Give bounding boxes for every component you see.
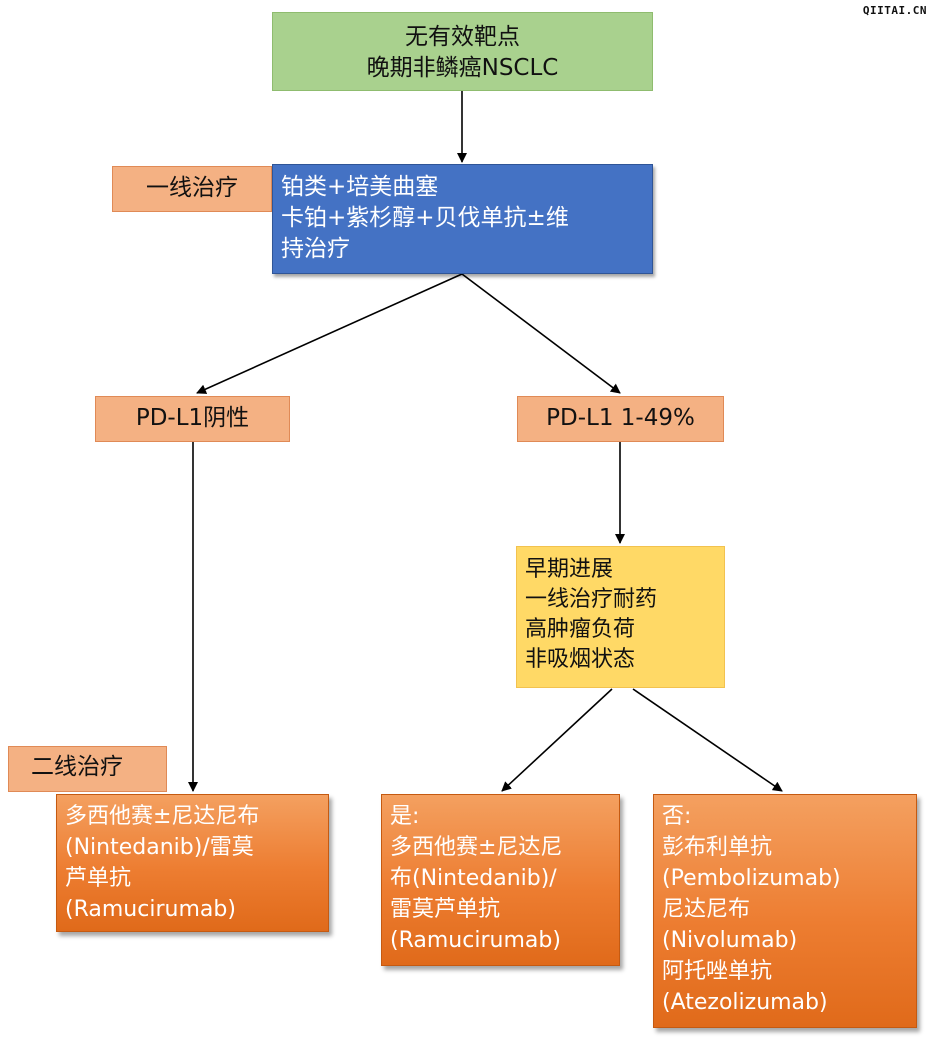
negative-treatment-node: 多西他赛±尼达尼布 (Nintedanib)/雷莫 芦单抗 (Ramucirum…	[56, 794, 329, 932]
root-node: 无有效靶点 晚期非鳞癌NSCLC	[272, 12, 653, 91]
pdl1-negative-node: PD-L1阴性	[95, 396, 290, 442]
regimen-line: 卡铂+紫杉醇+贝伐单抗±维	[281, 205, 569, 231]
root-line: 晚期非鳞癌NSCLC	[366, 55, 559, 81]
negative-treatment-line: 芦单抗	[65, 866, 132, 891]
no-treatment-line: 尼达尼布	[662, 897, 751, 922]
no-treatment-line: 否:	[662, 804, 692, 829]
second-line-label-text: 二线治疗	[31, 754, 123, 780]
criteria-line: 非吸烟状态	[525, 647, 636, 672]
pdl1-1-49-text: PD-L1 1-49%	[546, 405, 695, 431]
no-treatment-line: 彭布利单抗	[662, 835, 773, 860]
yes-treatment-line: 雷莫芦单抗	[390, 897, 501, 922]
criteria-line: 早期进展	[525, 557, 614, 582]
negative-treatment-line: 多西他赛±尼达尼布	[65, 804, 260, 829]
yes-treatment-line: (Ramucirumab)	[390, 928, 561, 953]
negative-treatment-line: (Nintedanib)/雷莫	[65, 835, 254, 860]
second-line-label: 二线治疗	[8, 746, 167, 792]
arrow-criteria-to-no	[632, 688, 783, 792]
regimen-line: 铂类+培美曲塞	[281, 174, 439, 200]
no-treatment-line: 阿托唑单抗	[662, 959, 773, 984]
arrow-regimen-to-negative	[196, 273, 463, 394]
first-line-label: 一线治疗	[112, 166, 272, 212]
yes-treatment-line: 布(Nintedanib)/	[390, 866, 557, 891]
pdl1-1-49-node: PD-L1 1-49%	[517, 396, 724, 442]
yes-treatment-node: 是: 多西他赛±尼达尼 布(Nintedanib)/ 雷莫芦单抗 (Ramuci…	[381, 794, 620, 966]
yes-treatment-line: 是:	[390, 804, 420, 829]
first-line-label-text: 一线治疗	[146, 175, 238, 201]
negative-treatment-line: (Ramucirumab)	[65, 897, 236, 922]
watermark: QIITAI.CN	[862, 4, 927, 17]
criteria-line: 高肿瘤负荷	[525, 617, 636, 642]
first-line-regimen-node: 铂类+培美曲塞 卡铂+紫杉醇+贝伐单抗±维 持治疗	[272, 164, 653, 274]
criteria-node: 早期进展 一线治疗耐药 高肿瘤负荷 非吸烟状态	[516, 546, 725, 688]
arrow-criteria-to-yes	[501, 688, 613, 792]
no-treatment-line: (Nivolumab)	[662, 928, 798, 953]
root-line: 无有效靶点	[405, 24, 520, 50]
pdl1-negative-text: PD-L1阴性	[135, 405, 250, 431]
no-treatment-line: (Pembolizumab)	[662, 866, 841, 891]
no-treatment-line: (Atezolizumab)	[662, 990, 828, 1015]
yes-treatment-line: 多西他赛±尼达尼	[390, 835, 563, 860]
no-treatment-node: 否: 彭布利单抗 (Pembolizumab) 尼达尼布 (Nivolumab)…	[653, 794, 917, 1028]
arrow-regimen-to-1-49	[461, 273, 621, 394]
regimen-line: 持治疗	[281, 236, 350, 262]
criteria-line: 一线治疗耐药	[525, 587, 658, 612]
